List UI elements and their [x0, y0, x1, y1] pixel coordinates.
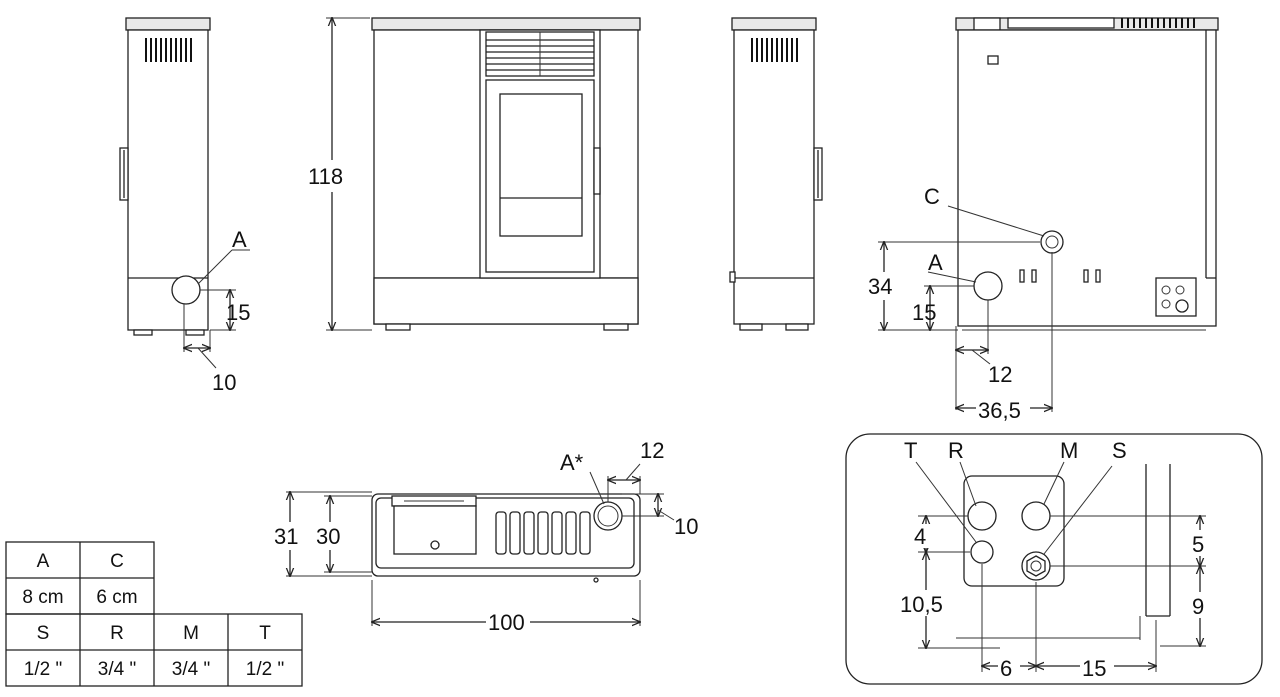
detail-label-m: M [1060, 438, 1078, 463]
side-dim-15: 15 [226, 300, 250, 325]
front-view: 118 [306, 18, 641, 330]
table-cell: M [183, 623, 199, 644]
table-cell: 3/4 " [98, 659, 136, 680]
front-grille-icon [485, 31, 595, 77]
rear-dim-36-5: 36,5 [978, 398, 1021, 423]
door-handle-icon [813, 147, 823, 201]
detail-dim-6: 6 [1000, 656, 1012, 681]
front-dim-118: 118 [308, 164, 343, 189]
detail-dim-5: 5 [1192, 532, 1204, 557]
rear-view: C A 34 15 12 36,5 [866, 17, 1219, 423]
connection-a-circle [171, 275, 201, 305]
top-dim-10: 10 [674, 514, 698, 539]
detail-label-s: S [1112, 438, 1127, 463]
top-label-a-star: A* [560, 450, 584, 475]
table-cell: 8 cm [22, 587, 63, 608]
connection-s-fitting [1021, 551, 1051, 581]
top-dim-12: 12 [640, 438, 664, 463]
top-dim-100: 100 [488, 610, 525, 635]
connection-c-circle [1040, 230, 1064, 254]
table-cell: 1/2 " [24, 659, 62, 680]
front-glass-window [499, 93, 583, 237]
rear-dim-15: 15 [912, 300, 936, 325]
connection-m-circle [1021, 501, 1051, 531]
detail-dim-15: 15 [1082, 656, 1106, 681]
top-dim-30: 30 [316, 524, 340, 549]
detail-dim-10-5: 10,5 [900, 592, 943, 617]
table-cell: S [37, 623, 50, 644]
control-panel [391, 495, 477, 507]
detail-label-t: T [904, 438, 917, 463]
rear-connection-panel [1155, 277, 1197, 317]
rear-dim-34: 34 [868, 274, 892, 299]
door-handle-icon [119, 147, 129, 201]
side-dim-10: 10 [212, 370, 236, 395]
table-cell: 1/2 " [246, 659, 284, 680]
spec-table: A C 8 cm 6 cm S R M T 1/2 " 3/4 " 3/4 " … [5, 541, 303, 687]
table-cell: C [110, 551, 124, 572]
vent-grille-icon [145, 38, 192, 62]
top-view: A* 31 30 100 12 10 [272, 438, 698, 636]
table-cell: 3/4 " [172, 659, 210, 680]
rear-label-a: A [928, 250, 943, 275]
connection-r-circle [967, 501, 997, 531]
detail-label-r: R [948, 438, 964, 463]
table-cell: T [259, 623, 271, 644]
table-cell: R [110, 623, 124, 644]
rear-dim-12: 12 [988, 362, 1012, 387]
detail-dim-9: 9 [1192, 594, 1204, 619]
table-cell: 6 cm [96, 587, 137, 608]
top-dim-31: 31 [274, 524, 298, 549]
detail-dim-4: 4 [914, 524, 926, 549]
top-grille-icon [495, 511, 591, 555]
detail-view: T R M S 4 10,5 5 9 6 15 [845, 433, 1263, 685]
front-door-handle-icon [593, 147, 601, 195]
side-view-left: A 15 10 [119, 17, 250, 395]
table-cell: A [37, 551, 50, 572]
side-view-right [729, 17, 823, 331]
connection-a-circle [973, 271, 1003, 301]
side-conn-label: A [232, 227, 247, 252]
rear-label-c: C [924, 184, 940, 209]
rear-vent-icon [1121, 18, 1195, 28]
connection-t-circle [970, 540, 994, 564]
vent-grille-icon [751, 38, 798, 62]
